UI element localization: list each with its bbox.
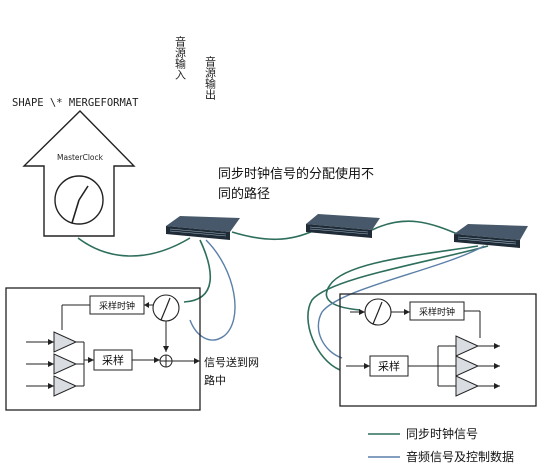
- right-amplifiers: [455, 335, 480, 397]
- switch3-to-right-device-line-b: [307, 245, 489, 371]
- left-clock-icon: [152, 294, 180, 322]
- left-note-line-2: 路中: [204, 374, 226, 387]
- clock-icon: [54, 175, 104, 225]
- left-summing-node: [159, 354, 173, 368]
- left-amp-3: [53, 375, 78, 397]
- legend-audio-label: 音频信号及控制数据: [406, 449, 514, 464]
- network-switch-1: [166, 216, 240, 240]
- audio-out-label: 音源输出: [204, 55, 217, 100]
- right-clock-icon: [364, 298, 392, 326]
- left-amp-2: [53, 353, 78, 375]
- left-amplifiers: [53, 331, 78, 397]
- master-clock-label: MasterClock: [57, 153, 104, 162]
- right-sampling-clock-label: 采样时钟: [419, 306, 455, 318]
- switch3-to-right-device-audio-line: [317, 245, 485, 359]
- switch3-to-right-device-line-a: [325, 245, 479, 311]
- master-clock-roof: [22, 110, 136, 237]
- master-clock: MasterClock: [22, 110, 136, 237]
- left-amp-1: [53, 331, 78, 353]
- sync-clock-lines: [77, 220, 489, 371]
- left-device: 采样时钟 采样: [5, 287, 201, 411]
- right-device-frame: [339, 293, 537, 407]
- right-amp-2: [455, 355, 480, 377]
- right-amp-3: [455, 375, 480, 397]
- left-device-frame: [5, 287, 201, 411]
- legend-sync-label: 同步时钟信号: [406, 426, 478, 441]
- master-to-switch1-line: [77, 237, 191, 257]
- right-sampling-label: 采样: [378, 359, 400, 373]
- switch1-to-switch2-line: [231, 229, 316, 241]
- audio-in-label: 音源输入: [174, 35, 187, 80]
- shape-field-text: SHAPE \* MERGEFORMAT: [12, 97, 139, 109]
- left-sampling-label: 采样: [102, 353, 124, 367]
- right-amp-1: [455, 335, 480, 357]
- caption-line-2: 同的路径: [218, 186, 270, 202]
- switch1-to-left-device-audio-line: [189, 239, 236, 341]
- right-device: 采样时钟 采样: [339, 293, 537, 407]
- network-switch-2: [306, 214, 380, 238]
- left-note-line-1: 信号送到网: [204, 355, 259, 369]
- network-switch-3: [454, 224, 528, 248]
- switch1-to-left-device-line: [183, 239, 212, 303]
- legend: 同步时钟信号 音频信号及控制数据: [368, 426, 514, 464]
- audio-data-lines: [189, 239, 485, 359]
- caption-line-1: 同步时钟信号的分配使用不: [218, 166, 374, 182]
- left-sampling-clock-label: 采样时钟: [99, 300, 135, 312]
- switch2-to-switch3-line: [371, 220, 463, 237]
